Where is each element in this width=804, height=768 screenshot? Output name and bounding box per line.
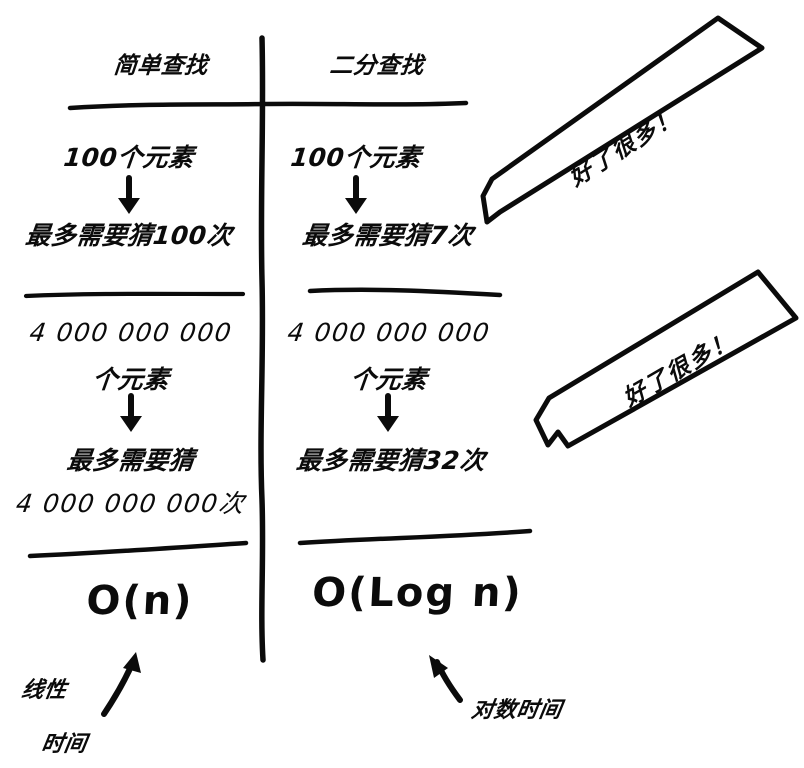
row2-right-input-unit: 个元素: [349, 365, 429, 394]
row1-left-input: 100个元素: [62, 143, 196, 172]
row1-rule-left: [23, 291, 246, 299]
annotation-logarithmic-time: 对数时间: [469, 698, 564, 723]
arrow-up-right-icon: [101, 652, 141, 717]
row1-left-result: 最多需要猜100次: [23, 221, 234, 250]
banner-top-shape: [480, 15, 765, 225]
row2-left-result-number: 4 000 000 000次: [14, 489, 248, 518]
row2-rule-left: [27, 540, 249, 559]
row2-left-input-number: 4 000 000 000: [27, 318, 235, 347]
row2-right-result: 最多需要猜32次: [294, 446, 487, 475]
row1-right-input: 100个元素: [289, 143, 423, 172]
row2-rule-right: [297, 528, 533, 546]
column-divider-line: [258, 35, 266, 663]
column-header-right: 二分查找: [328, 53, 425, 79]
header-rule: [67, 100, 469, 111]
down-arrow-row1-left: [118, 175, 140, 214]
down-arrow-row2-right: [377, 393, 399, 432]
row1-rule-right: [307, 287, 503, 298]
big-o-right: O(Log n): [310, 570, 524, 616]
annotation-linear-time-line1: 线性: [19, 678, 69, 703]
column-header-left: 简单查找: [112, 53, 209, 79]
banner-top-text: 好了很多！: [564, 103, 685, 192]
down-arrow-row2-left: [120, 393, 142, 432]
annotation-linear-time-line2: 时间: [39, 732, 89, 757]
row2-left-input-unit: 个元素: [91, 365, 171, 394]
arrow-up-left-icon: [429, 655, 463, 703]
banner-bottom-text: 好了很多！: [618, 327, 741, 413]
row2-right-input-number: 4 000 000 000: [285, 318, 493, 347]
big-o-left: O(n): [85, 578, 195, 624]
down-arrow-row1-right: [345, 175, 367, 214]
row1-right-result: 最多需要猜7次: [300, 221, 475, 250]
row2-left-result-prefix: 最多需要猜: [65, 446, 197, 475]
